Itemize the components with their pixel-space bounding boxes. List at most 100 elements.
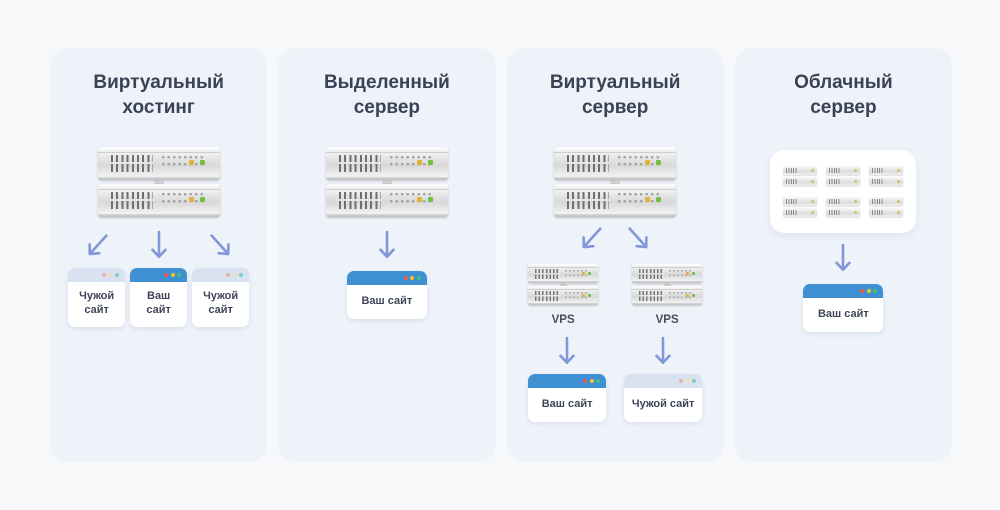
led-green-icon: [656, 197, 662, 202]
site-label: Чужой сайт: [203, 290, 239, 317]
led-green-icon: [656, 160, 662, 165]
traffic-lights-icon: [679, 379, 697, 383]
arrows-row: [555, 335, 675, 369]
rack-connector: [559, 283, 567, 286]
server-unit: [97, 184, 220, 217]
panel-title: Выделенный сервер: [324, 70, 450, 120]
panel-title-line: хостинг: [122, 97, 195, 118]
server-unit: [632, 286, 703, 305]
browser-titlebar: [624, 374, 703, 388]
panel-title-line: сервер: [810, 97, 877, 118]
server-unit: [554, 184, 677, 217]
server-rack: [97, 147, 220, 217]
arrow-down-left-icon: [83, 229, 113, 260]
led-green-icon: [427, 197, 433, 202]
browser-titlebar: [528, 374, 607, 388]
server-dots: [161, 193, 206, 207]
server-unit: [528, 286, 599, 305]
arrow-down-icon: [835, 243, 852, 272]
browser-titlebar: [192, 268, 250, 282]
server-vents: [639, 268, 665, 279]
mini-server: [826, 166, 861, 186]
browser-titlebar: [130, 268, 188, 282]
traffic-lights-icon: [583, 379, 601, 383]
server-unit: [325, 147, 448, 180]
panel-title-line: Виртуальный: [549, 72, 681, 93]
arrow-down-icon: [150, 230, 167, 259]
rack-connector: [610, 180, 621, 184]
server-vents: [639, 290, 665, 301]
rack-connector: [663, 283, 671, 286]
vps-label: VPS: [655, 314, 679, 326]
server-dots: [669, 291, 692, 300]
arrow-down-icon: [559, 336, 575, 365]
arrow-down-left-icon: [577, 222, 607, 253]
server-dots: [389, 156, 434, 170]
cloud-server-cluster: [770, 150, 917, 233]
server-rack: [554, 147, 677, 217]
browser-window-your-site: Ваш сайт: [528, 374, 607, 423]
panel-virtual-server: Виртуальный сервер VPS VP: [506, 48, 724, 462]
led-green-icon: [427, 160, 433, 165]
panel-shared-hosting: Виртуальный хостинг Чужой сайт Ваш сайт: [50, 48, 268, 462]
server-vents: [535, 290, 561, 301]
vps-server-rack: [632, 264, 703, 305]
server-dots: [669, 269, 692, 278]
led-yellow-icon: [188, 160, 194, 165]
browser-titlebar: [346, 271, 427, 285]
led-yellow-icon: [581, 294, 586, 297]
arrow-down-icon: [655, 336, 671, 365]
browser-window-your-site: Ваш сайт: [130, 268, 188, 327]
vps-labels-row: VPS VPS: [528, 314, 702, 326]
server-vents: [535, 268, 561, 279]
server-dots: [618, 193, 663, 207]
mini-server: [869, 166, 904, 186]
arrows-row: [831, 242, 855, 276]
server-dots: [565, 269, 588, 278]
led-yellow-icon: [685, 272, 690, 275]
panel-cloud-server: Облачный сервер Ваш сайт: [734, 48, 952, 462]
browser-window-your-site: Ваш сайт: [346, 271, 427, 320]
rack-connector: [381, 180, 392, 184]
panel-title: Виртуальный сервер: [550, 70, 681, 120]
mini-server: [869, 197, 904, 217]
site-label: Чужой сайт: [79, 290, 115, 317]
server-unit: [97, 147, 220, 180]
led-green-icon: [587, 294, 592, 297]
led-green-icon: [691, 294, 696, 297]
server-dots: [618, 156, 663, 170]
vps-server-rack: [528, 264, 599, 305]
arrows-row: [375, 229, 399, 263]
site-label: Ваш сайт: [541, 398, 593, 410]
sites-row: Ваш сайт: [803, 284, 884, 333]
arrow-down-right-icon: [623, 222, 653, 253]
server-vents: [110, 155, 153, 172]
mini-server: [783, 166, 818, 186]
arrows-row: [83, 229, 234, 263]
browser-window-your-site: Ваш сайт: [803, 284, 884, 333]
server-dots: [161, 156, 206, 170]
vps-label: VPS: [551, 314, 575, 326]
browser-window-foreign-site: Чужой сайт: [68, 268, 126, 327]
sites-row: Ваш сайт Чужой сайт: [528, 374, 703, 423]
hosting-comparison-diagram: Виртуальный хостинг Чужой сайт Ваш сайт: [50, 48, 952, 462]
led-yellow-icon: [581, 272, 586, 275]
panel-title-line: Выделенный: [323, 72, 450, 93]
browser-window-foreign-site: Чужой сайт: [624, 374, 703, 423]
server-vents: [110, 192, 153, 209]
traffic-lights-icon: [860, 289, 878, 293]
panel-title-line: Облачный: [794, 72, 893, 93]
server-vents: [338, 192, 381, 209]
led-yellow-icon: [645, 197, 651, 202]
traffic-lights-icon: [403, 276, 421, 280]
browser-titlebar: [68, 268, 126, 282]
traffic-lights-icon: [102, 273, 120, 277]
led-green-icon: [691, 272, 696, 275]
site-label: Ваш сайт: [361, 295, 413, 307]
traffic-lights-icon: [226, 273, 244, 277]
panel-dedicated-server: Выделенный сервер Ваш сайт: [278, 48, 496, 462]
panel-title: Облачный сервер: [794, 70, 893, 120]
rack-connector: [153, 180, 164, 184]
browser-window-foreign-site: Чужой сайт: [192, 268, 250, 327]
sites-row: Ваш сайт: [346, 271, 427, 320]
